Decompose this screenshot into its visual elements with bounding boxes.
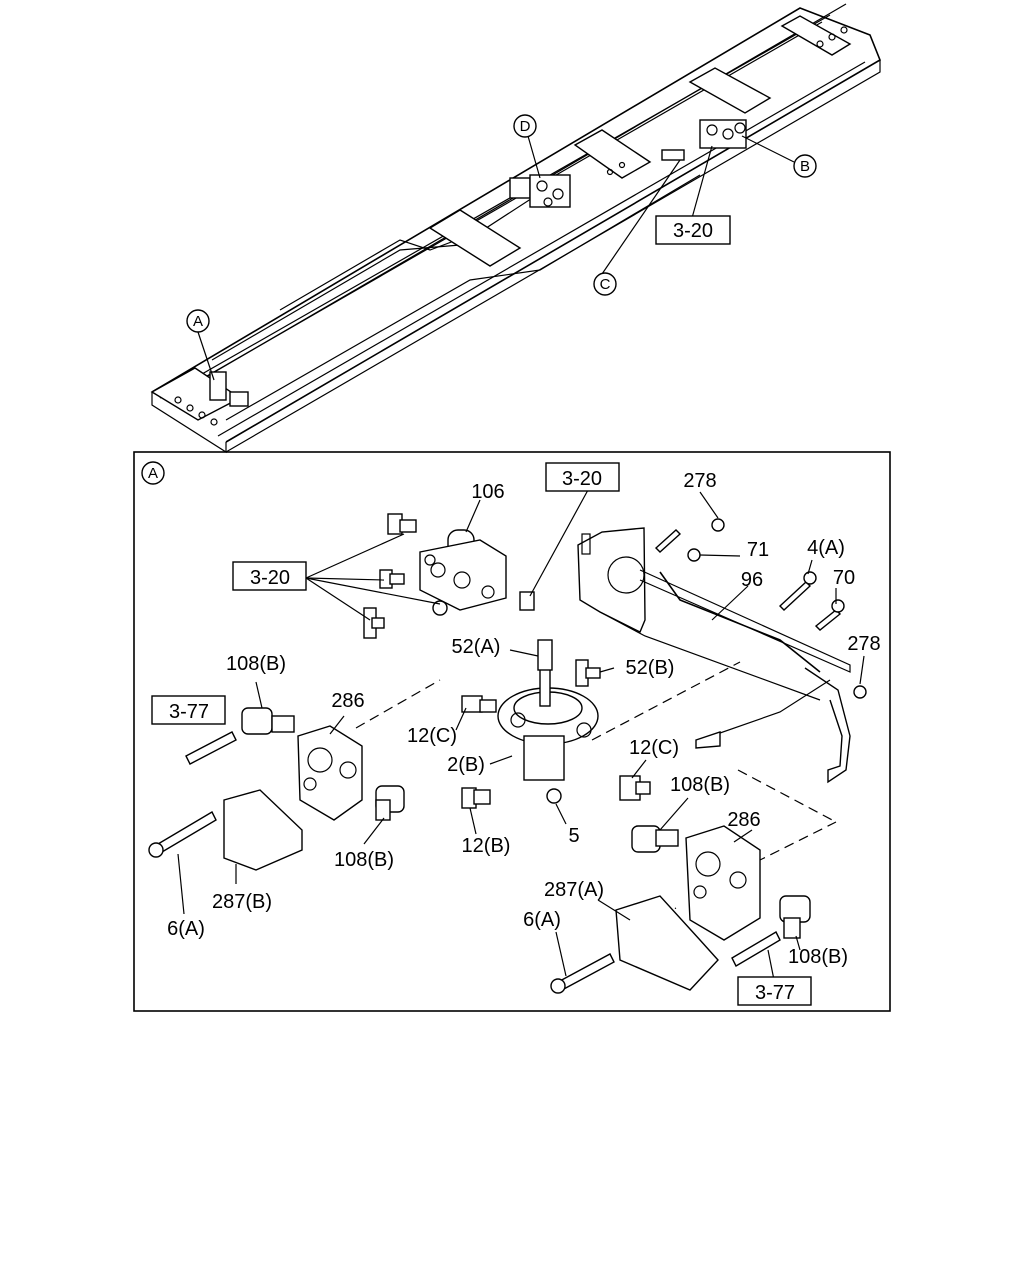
svg-text:3-20: 3-20: [250, 567, 290, 589]
fitting-12c-left: [461, 695, 497, 713]
fittings-3-20: [363, 513, 535, 639]
valve-2b: [497, 659, 599, 781]
part-label-278-right: 278: [847, 633, 880, 655]
elbow-108b-right-bottom: [779, 895, 811, 939]
reference-box-3-77-right[interactable]: 3-77: [737, 976, 812, 1006]
reference-box-3-20[interactable]: 3-20: [655, 215, 731, 245]
fitting-52b: [575, 659, 601, 687]
svg-text:3-77: 3-77: [755, 982, 795, 1004]
reference-box-3-20-left[interactable]: 3-20: [232, 561, 307, 591]
part-label-6a-right: 6(A): [523, 909, 561, 931]
valve-286-left: [297, 725, 363, 821]
elbow-108b-left-bottom: [375, 785, 405, 821]
svg-text:A: A: [148, 465, 158, 482]
svg-text:3-20: 3-20: [673, 220, 713, 242]
callout-a[interactable]: A: [186, 309, 210, 333]
callout-b[interactable]: B: [793, 154, 817, 178]
callout-d[interactable]: D: [513, 114, 537, 138]
callout-c[interactable]: C: [593, 272, 617, 296]
part-label-108b-4: 108(B): [788, 946, 848, 968]
reference-box-3-77-left[interactable]: 3-77: [151, 695, 226, 725]
part-label-286-right: 286: [727, 809, 760, 831]
part-label-5: 5: [568, 825, 579, 847]
nut-5: [546, 788, 562, 804]
part-label-2b: 2(B): [447, 754, 485, 776]
bolt-6a-right: [550, 953, 615, 994]
chassis-frame-illustration: [150, 3, 881, 454]
part-label-4a: 4(A): [807, 537, 845, 559]
fitting-12b: [461, 787, 491, 809]
part-label-108b-3: 108(B): [334, 849, 394, 871]
part-label-52b: 52(B): [626, 657, 675, 679]
part-label-52a: 52(A): [452, 636, 501, 658]
detail-view-label-a: A: [141, 461, 165, 485]
fitting-12c-right: [619, 775, 651, 801]
rod-96: [659, 571, 831, 749]
part-label-106: 106: [471, 481, 504, 503]
elbow-108b-right-top: [631, 825, 679, 853]
part-label-6a-left: 6(A): [167, 918, 205, 940]
svg-text:B: B: [800, 158, 810, 175]
part-label-278-top: 278: [683, 470, 716, 492]
part-label-96: 96: [741, 569, 763, 591]
tube-3-77-left: [185, 731, 237, 765]
part-label-12b: 12(B): [462, 835, 511, 857]
part-label-287a: 287(A): [544, 879, 604, 901]
detail-view-frame: [133, 451, 891, 1012]
bolt-6a-left: [148, 811, 217, 858]
cover-287a: [615, 895, 719, 991]
hardware-top-right: [654, 518, 867, 699]
part-label-71: 71: [747, 539, 769, 561]
svg-text:C: C: [600, 276, 611, 293]
valve-106: [419, 529, 507, 611]
elbow-108b-left-top: [241, 707, 295, 735]
valve-286-right: [685, 825, 761, 941]
part-label-287b: 287(B): [212, 891, 272, 913]
svg-text:3-77: 3-77: [169, 701, 209, 723]
part-label-108b-2: 108(B): [670, 774, 730, 796]
part-label-12c-right: 12(C): [629, 737, 679, 759]
svg-text:3-20: 3-20: [562, 468, 602, 490]
svg-text:D: D: [520, 118, 531, 135]
cover-287b: [223, 789, 303, 871]
mounting-bracket: [577, 527, 851, 784]
part-label-108b-1: 108(B): [226, 653, 286, 675]
part-label-286-left: 286: [331, 690, 364, 712]
svg-text:A: A: [193, 313, 203, 330]
part-label-70: 70: [833, 567, 855, 589]
tube-3-77-right: [731, 931, 781, 967]
fitting-52a: [537, 639, 553, 671]
reference-box-3-20-top[interactable]: 3-20: [545, 462, 620, 492]
part-label-12c-left: 12(C): [407, 725, 457, 747]
